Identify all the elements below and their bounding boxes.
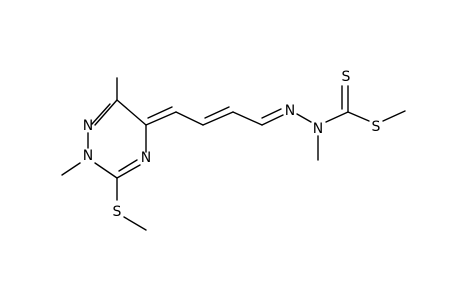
atom-n-methylated: N: [313, 121, 323, 137]
atom-s-thioether: S: [113, 204, 122, 220]
atom-n-imine: N: [285, 103, 295, 119]
bond-cd-n-imine: [261, 114, 284, 126]
bond-c5-c6: [116, 99, 147, 126]
bond-cb-cc-double: [204, 106, 230, 119]
diene-chain: [145, 106, 284, 126]
bond-c3-n4-double: [118, 159, 138, 172]
bond-n-n: [296, 113, 312, 123]
bond-c6-n1-double: [91, 103, 111, 125]
bond-c-s-ester: [347, 111, 370, 122]
bond-cb-cc: [202, 111, 234, 126]
dithiocarbazate-group: [296, 85, 406, 161]
atom-n2: N: [83, 148, 93, 164]
bond-c3-n4: [116, 164, 141, 179]
bond-ca-cb: [175, 111, 204, 126]
bond-n-cs: [325, 111, 349, 123]
atom-n4: N: [141, 150, 151, 166]
atom-s-ester: S: [372, 119, 381, 135]
bond-s-methyl: [123, 216, 147, 231]
bond-s-methyl-ester: [382, 110, 406, 122]
atom-n1: N: [83, 118, 93, 134]
bond-n2-methyl: [61, 162, 81, 176]
bond-n2-c3: [94, 162, 118, 179]
bond-c5-ca-double: [147, 106, 173, 119]
bond-cc-cd: [232, 111, 263, 126]
triazine-ring: [61, 77, 147, 231]
atom-s-thione: S: [342, 69, 351, 85]
bond-cd-n-imine-double: [261, 108, 282, 119]
bond-c6-n1: [94, 99, 118, 126]
bond-c5-ca: [145, 111, 177, 126]
